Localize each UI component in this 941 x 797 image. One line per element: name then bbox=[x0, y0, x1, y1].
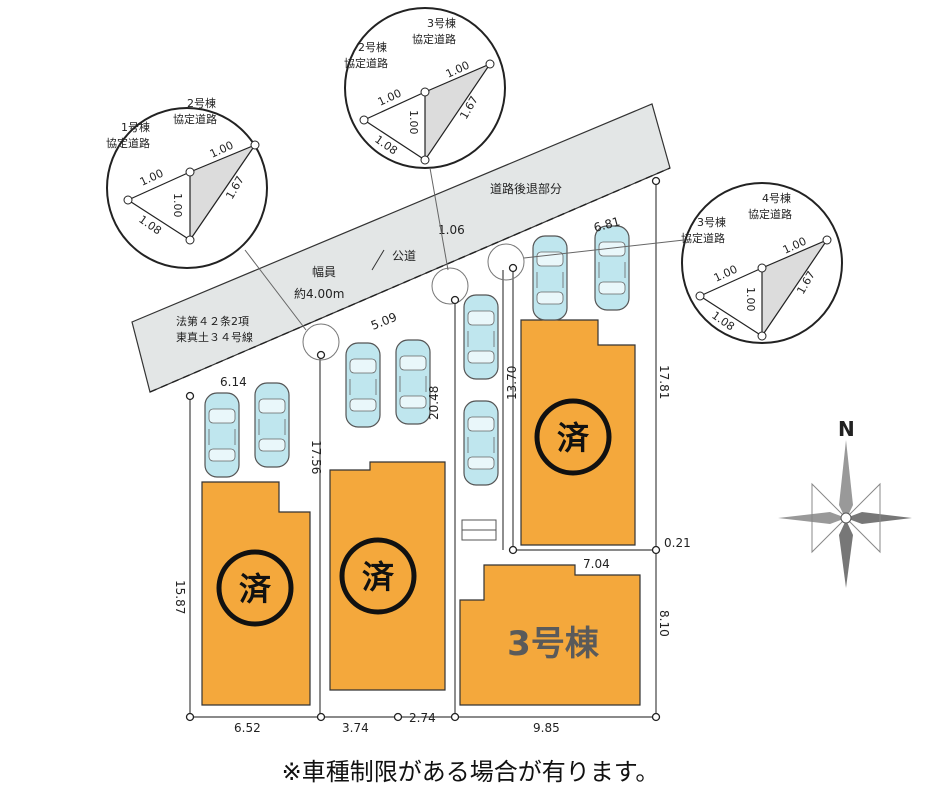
dim-bottom-3: 2.74 bbox=[409, 711, 436, 725]
detail1-road-b: 協定道路 bbox=[173, 112, 217, 126]
corner-cut-detail-3: 4号棟 協定道路 3号棟 協定道路 1.00 1.00 1.00 1.08 1.… bbox=[681, 182, 843, 344]
detail3-c: 1.00 bbox=[744, 287, 757, 312]
detail1-unit-b: 2号棟 bbox=[187, 96, 216, 110]
dim-bottom-2: 3.74 bbox=[342, 721, 369, 735]
detail2-unit-a: 2号棟 bbox=[358, 40, 387, 54]
dim-step-offset: 0.21 bbox=[664, 536, 691, 550]
detail3-unit-b: 4号棟 bbox=[762, 191, 791, 205]
dim-front-3: 1.06 bbox=[438, 223, 465, 237]
road-width-label: 幅員 bbox=[312, 264, 336, 279]
sold-mark-text: 済 bbox=[239, 570, 272, 608]
detail2-road-b: 協定道路 bbox=[412, 32, 456, 46]
dim-right-side: 17.81 bbox=[657, 365, 671, 399]
detail3-unit-a: 3号棟 bbox=[697, 215, 726, 229]
house-3 bbox=[459, 564, 641, 706]
detail3-road-a: 協定道路 bbox=[681, 231, 725, 245]
detail2-unit-b: 3号棟 bbox=[427, 16, 456, 30]
sold-mark-text: 済 bbox=[557, 419, 590, 457]
detail2-road-a: 協定道路 bbox=[344, 56, 388, 70]
dim-front-4: 6.81 bbox=[592, 214, 621, 234]
dim-bottom-1: 6.52 bbox=[234, 721, 261, 735]
house-1 bbox=[201, 481, 311, 706]
road-law-line2: 東真土３４号線 bbox=[176, 330, 253, 344]
detail1-road-a: 協定道路 bbox=[106, 136, 150, 150]
detail1-unit-a: 1号棟 bbox=[121, 120, 150, 134]
setback-line bbox=[149, 167, 671, 393]
detail3-road-b: 協定道路 bbox=[748, 207, 792, 221]
road-name: 公道 bbox=[392, 249, 416, 263]
house-4 bbox=[520, 319, 636, 546]
compass-north: N bbox=[838, 417, 855, 441]
road-law-line1: 法第４２条2項 bbox=[176, 314, 249, 328]
lot-boundaries bbox=[189, 180, 657, 718]
corner-markers bbox=[302, 243, 525, 361]
dim-bottom-4: 9.85 bbox=[533, 721, 560, 735]
survey-points bbox=[185, 176, 661, 722]
road-width-value: 約4.00m bbox=[294, 286, 344, 301]
dim-lot3-flag: 13.70 bbox=[505, 366, 519, 400]
compass-icon: N bbox=[778, 417, 912, 588]
sold-mark-text: 済 bbox=[362, 558, 395, 596]
sold-mark-1: 済 bbox=[216, 549, 294, 627]
setback-label: 道路後退部分 bbox=[490, 181, 562, 196]
corner-cut-detail-2: 3号棟 協定道路 2号棟 協定道路 1.00 1.00 1.00 1.08 1.… bbox=[344, 7, 506, 169]
detail2-c: 1.00 bbox=[407, 110, 420, 135]
dim-front-1: 6.14 bbox=[220, 375, 247, 389]
detail1-c: 1.00 bbox=[171, 193, 184, 218]
dim-lower-right: 8.10 bbox=[657, 610, 671, 637]
vehicle-restriction-note: ※車種制限がある場合が有ります。 bbox=[281, 758, 660, 786]
sold-mark-2: 済 bbox=[339, 537, 417, 615]
corner-cut-detail-1: 2号棟 協定道路 1号棟 協定道路 1.00 1.00 1.00 1.08 1.… bbox=[106, 96, 268, 269]
dim-lot1-right: 17.56 bbox=[309, 440, 323, 474]
dim-front-2: 5.09 bbox=[369, 310, 399, 333]
sold-mark-4: 済 bbox=[534, 398, 612, 476]
dim-step-width: 7.04 bbox=[583, 557, 610, 571]
dim-left-side: 15.87 bbox=[173, 580, 187, 614]
house-2 bbox=[329, 461, 446, 691]
detail-connectors bbox=[244, 167, 685, 331]
dim-lot3-left: 20.48 bbox=[427, 386, 441, 420]
house-3-label: 3号棟 bbox=[507, 624, 600, 664]
